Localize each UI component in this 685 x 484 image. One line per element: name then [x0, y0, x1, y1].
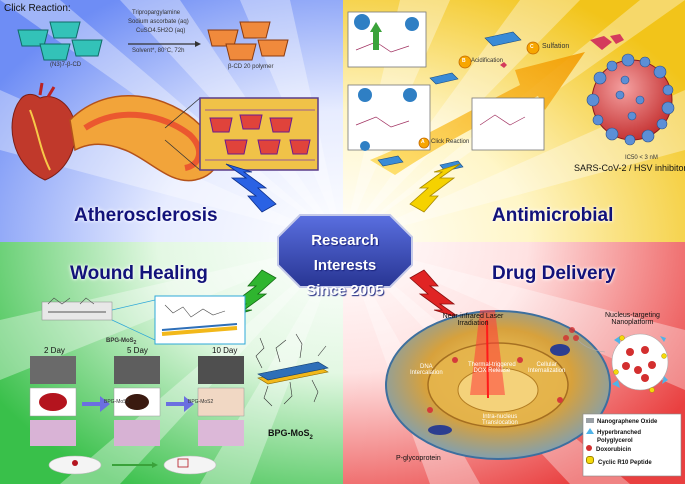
- virus-label: SARS-CoV-2 / HSV inhibitor: [574, 163, 685, 173]
- material-label-small: BPG-MoS2: [106, 338, 137, 347]
- legend: Nanographene Oxide Hyperbranched Polygly…: [586, 417, 680, 469]
- arrow-bottom-right: [409, 269, 461, 319]
- step-click-reaction: Click Reaction: [431, 139, 470, 145]
- virus-illustration: [586, 53, 675, 146]
- day10-label: 10 Day: [212, 346, 238, 355]
- product-label: β-CD 20 polymer: [228, 64, 274, 70]
- nanoparticle-zoom-panel: [199, 97, 319, 171]
- day5-label: 5 Day: [127, 346, 148, 355]
- center-octagon: [277, 214, 413, 288]
- circle-icon: [586, 445, 592, 451]
- legend-item: Hyperbranched: [586, 428, 680, 437]
- step-sulfation: Sulfation: [542, 43, 570, 50]
- arrow-label: BPG-MoS2: [188, 399, 214, 405]
- marker-b: B: [462, 58, 466, 64]
- marker-a: A: [421, 139, 425, 145]
- material-label-large: BPG-MoS2: [268, 428, 313, 441]
- legend-item: Polyglycerol: [597, 438, 633, 444]
- center-line1: Research Interests: [311, 232, 379, 274]
- step-acidification: Acidification: [471, 58, 504, 64]
- title-drug-delivery: Drug Delivery: [492, 263, 616, 284]
- nanoplatform-illustration: [563, 327, 682, 477]
- click-reaction-title: Click Reaction:: [4, 3, 71, 14]
- circle-icon: [586, 456, 594, 464]
- marker-c: C: [530, 44, 534, 50]
- pgp-label: P-glycoprotein: [396, 455, 441, 462]
- start-label: (N3)7-β-CD: [50, 62, 82, 68]
- day2-label: 2 Day: [44, 346, 65, 355]
- triangle-icon: [586, 428, 594, 434]
- condition-text: Solvent*, 80°C, 72h: [132, 48, 185, 54]
- reagent-text: CuSO4.5H2O (aq): [136, 28, 186, 34]
- wound-healing-scheme: [29, 295, 329, 475]
- legend-item: Doxorubicin: [586, 445, 680, 456]
- cyclodextrin-scheme: [17, 21, 289, 61]
- antimicrobial-scheme: [347, 11, 675, 175]
- title-antimicrobial: Antimicrobial: [492, 205, 614, 226]
- ic50-text: IC50 < 3 nM: [625, 155, 658, 161]
- legend-item: Nanographene Oxide: [586, 417, 680, 428]
- title-wound-healing: Wound Healing: [70, 263, 208, 284]
- reagent-text: Sodium ascorbate (aq): [128, 19, 189, 25]
- arrow-top-left: [225, 163, 277, 213]
- center-line2: Since 2005: [306, 282, 384, 299]
- heart-illustration: [11, 82, 76, 181]
- legend-item: Cyclic R10 Peptide: [586, 456, 680, 469]
- title-atherosclerosis: Atherosclerosis: [74, 205, 218, 226]
- legend-swatch-icon: [586, 418, 594, 423]
- reagent-text: Tripropargylamine: [132, 10, 181, 16]
- arrow-top-right: [409, 163, 461, 213]
- cell-illustration: [385, 310, 611, 460]
- center-label: Research Interests Since 2005: [280, 228, 410, 303]
- arrow-label: BPG-MoS2: [104, 399, 130, 405]
